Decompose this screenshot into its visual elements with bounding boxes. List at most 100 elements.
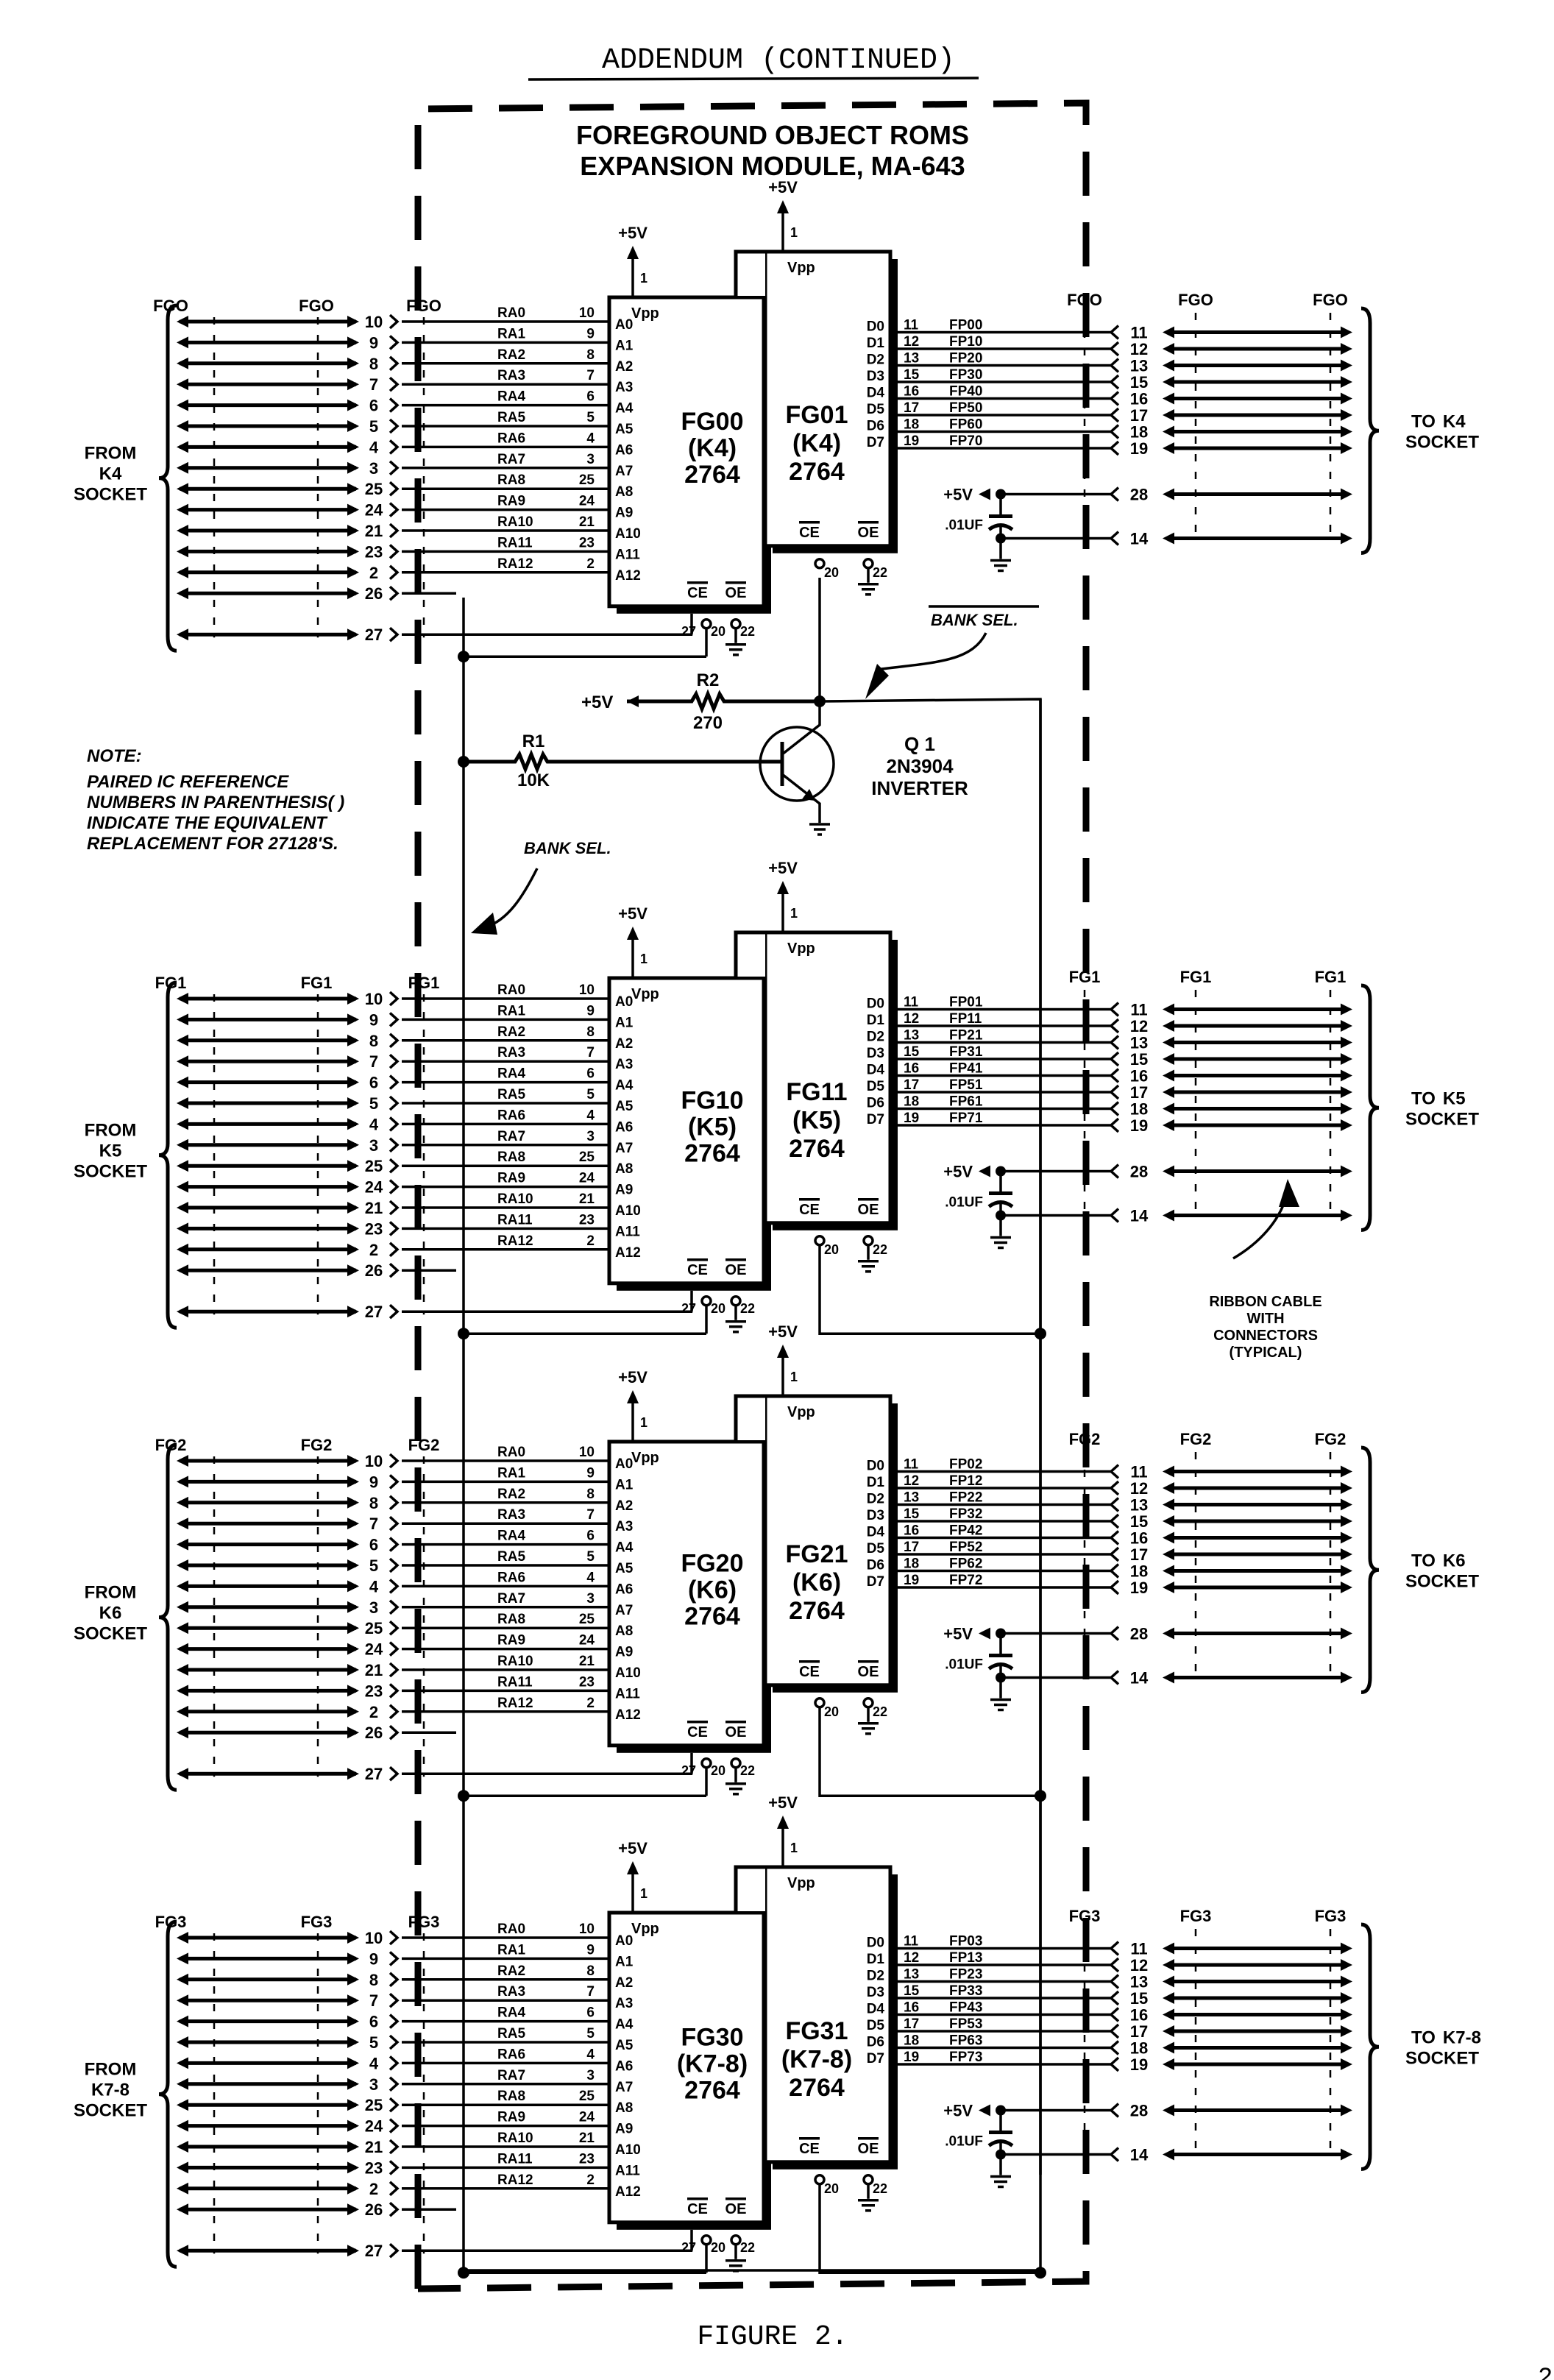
data-signal: FP70 [949, 433, 982, 449]
arrow-left-icon [177, 587, 188, 600]
connector-chevron-icon [388, 1242, 400, 1258]
pin-number: 22 [740, 2240, 755, 2255]
address-signal: RA12 [497, 2172, 533, 2188]
arrow-right-icon [1341, 409, 1352, 421]
data-pin-name: D0 [867, 996, 884, 1012]
data-pin-number: 11 [904, 318, 919, 333]
cable-brace [1360, 1922, 1380, 2171]
pin-number: 1 [790, 1841, 798, 1855]
cable-brace [158, 1919, 177, 2269]
arrow-right-icon [1341, 1465, 1352, 1478]
arrow-left-icon [1163, 1482, 1174, 1494]
connector-pin-number: 18 [1130, 1100, 1148, 1119]
arrow-right-icon [347, 503, 359, 516]
right-cable-row: 28 [1130, 1625, 1352, 1643]
address-signal: RA10 [497, 2131, 533, 2146]
inverter-supply-label: +5V [581, 693, 613, 712]
connector-pin-number: 12 [1130, 1017, 1148, 1035]
arrow-left-icon [177, 1643, 188, 1655]
module-boundary [414, 99, 1090, 2292]
arrow-left-icon [1163, 2104, 1174, 2117]
left-cable-row: 6 [177, 2013, 400, 2031]
address-pin-name: A7 [615, 2080, 633, 2095]
address-pin-number: 4 [586, 2047, 595, 2062]
socket-label: SOCKET [1405, 2048, 1479, 2068]
left-cable-row: 5 [177, 417, 400, 436]
address-pin-number: 6 [586, 1066, 595, 1082]
bank-select-inverter: +5V R2 270 R1 10K Q 1 2N3904 INVERTER BA… [458, 578, 1042, 2175]
left-cable-row: 2 [177, 1241, 400, 1259]
from-socket-id: K5 [99, 1141, 122, 1161]
address-signal: RA0 [497, 1922, 525, 1937]
connector-chevron-icon [1109, 2023, 1120, 2039]
connector-pin-number: 7 [369, 1515, 378, 1533]
address-signal: RA3 [497, 1984, 525, 2000]
arrow-left-icon [1163, 2148, 1174, 2161]
connector-chevron-icon [388, 2181, 400, 2197]
connector-chevron-icon [388, 1641, 400, 1657]
vpp-label: Vpp [787, 1404, 815, 1420]
connector-pin-number: 12 [1130, 1479, 1148, 1498]
connector-chevron-icon [388, 1704, 400, 1720]
arrow-left-icon [1163, 2008, 1174, 2021]
data-pin-name: D7 [867, 2051, 884, 2066]
pin-number: 1 [640, 271, 648, 286]
arrow-left-icon [177, 483, 188, 495]
address-pin-name: A12 [615, 568, 641, 584]
address-pin-name: A1 [615, 1954, 634, 1969]
arrow-right-icon [347, 420, 359, 432]
arrow-left-icon [979, 488, 990, 500]
rom-chip-b [763, 1865, 893, 2164]
arrow-right-icon [347, 2203, 359, 2216]
connector-pin-number: 23 [365, 542, 383, 561]
address-pin-name: A11 [615, 547, 640, 562]
left-cable-row: 3 [177, 1136, 400, 1155]
address-pin-number: 10 [579, 305, 595, 321]
left-cable-row: 8 [177, 1032, 400, 1050]
arrow-right-icon [347, 2245, 359, 2257]
left-cable-row: 21 [177, 2138, 400, 2156]
connector-chevron-icon [1109, 358, 1120, 373]
data-pin-number: 18 [904, 2033, 919, 2049]
arrow-left-icon [1163, 1627, 1174, 1640]
connector-chevron-icon [388, 1095, 400, 1111]
arrow-left-icon [177, 1517, 188, 1530]
address-pin-number: 24 [579, 1633, 595, 1648]
arrow-left-icon [1163, 1102, 1174, 1115]
connector-pin-number: 14 [1130, 1669, 1149, 1687]
left-cable-row: 24 [177, 501, 400, 520]
data-pin-name: D5 [867, 1079, 885, 1094]
pin-number: 1 [640, 1415, 648, 1430]
right-cable-row: 19 [1130, 1116, 1352, 1135]
address-pin-name: A1 [615, 338, 634, 353]
ribbon-note-line: CONNECTORS [1213, 1328, 1318, 1344]
arrow-right-icon [347, 1643, 359, 1655]
pin-number: 20 [824, 2181, 839, 2196]
connector-chevron-icon [388, 1972, 400, 1988]
arrow-right-icon [347, 1932, 359, 1944]
arrow-right-icon [347, 2119, 359, 2132]
address-pin-name: A12 [615, 2184, 641, 2200]
arrow-left-icon [177, 420, 188, 432]
address-signal: RA10 [497, 1654, 533, 1669]
ground-icon [809, 823, 830, 836]
connector-pin-number: 17 [1130, 1545, 1148, 1564]
arrow-left-icon [1163, 343, 1174, 355]
q1-part: 2N3904 [886, 755, 954, 777]
to-label: TO [1411, 411, 1436, 431]
connector-pin-number: 18 [1130, 1562, 1148, 1581]
connector-pin-number: 3 [369, 1598, 378, 1617]
connector-chevron-icon [388, 585, 400, 601]
connector-pin-number: 17 [1130, 2022, 1148, 2041]
chip-b-part: 2764 [789, 1597, 845, 1625]
